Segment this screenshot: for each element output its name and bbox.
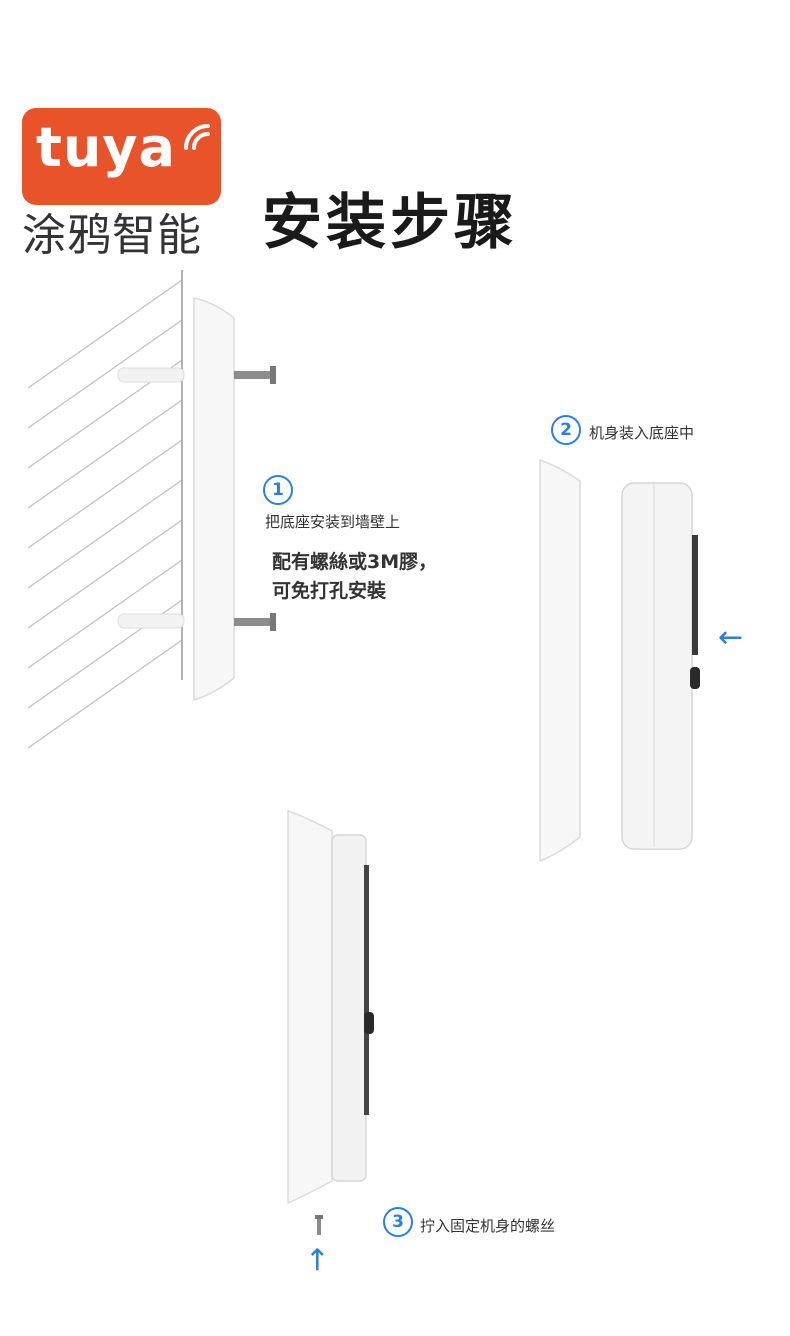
screw-icon (315, 1215, 323, 1235)
logo-brand-text: tuya (36, 116, 176, 179)
arrow-up-icon: ← (300, 1246, 336, 1273)
logo-cn-name: 涂鸦智能 (22, 210, 202, 261)
device-insert-illustration (539, 458, 700, 863)
assembled-device-illustration (287, 809, 374, 1205)
step-2-number: 2 (551, 415, 581, 445)
step-3-caption: 拧入固定机身的螺丝 (420, 1217, 556, 1235)
wall-mount-illustration (27, 270, 276, 749)
page-title: 安装步骤 (262, 188, 518, 258)
step-1-note-line1: 配有螺絲或3M膠， (272, 551, 438, 573)
wifi-signal-icon (184, 124, 210, 150)
step-1-note-line2: 可免打孔安裝 (272, 580, 387, 602)
step-1-number: 1 (263, 475, 293, 505)
arrow-left-icon: ← (718, 620, 744, 655)
step-2-caption: 机身装入底座中 (589, 424, 695, 442)
step-1-caption: 把底座安装到墙壁上 (265, 513, 401, 531)
tuya-logo (22, 108, 221, 205)
step-3-number: 3 (383, 1207, 413, 1237)
